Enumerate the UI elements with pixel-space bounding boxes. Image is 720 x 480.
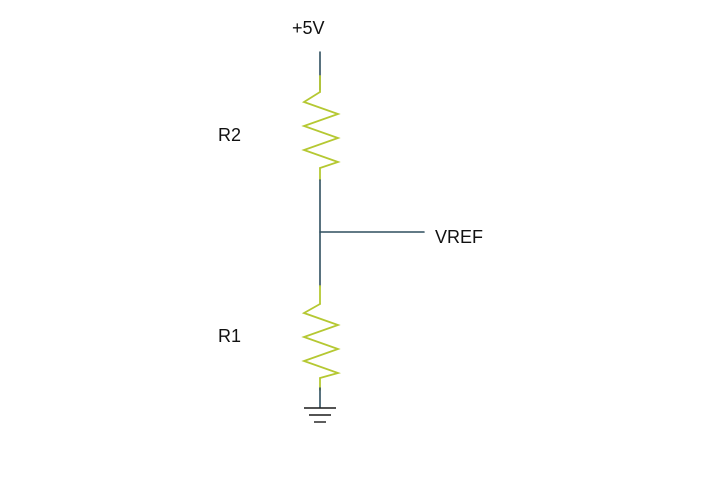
r1-label: R1 <box>218 326 242 346</box>
r1-resistor <box>301 303 341 379</box>
ground-icon <box>304 407 336 423</box>
r2-label: R2 <box>218 125 242 145</box>
vref-label: VREF <box>435 227 484 247</box>
r2-resistor <box>301 91 341 169</box>
supply-voltage-label: +5V <box>292 18 325 38</box>
